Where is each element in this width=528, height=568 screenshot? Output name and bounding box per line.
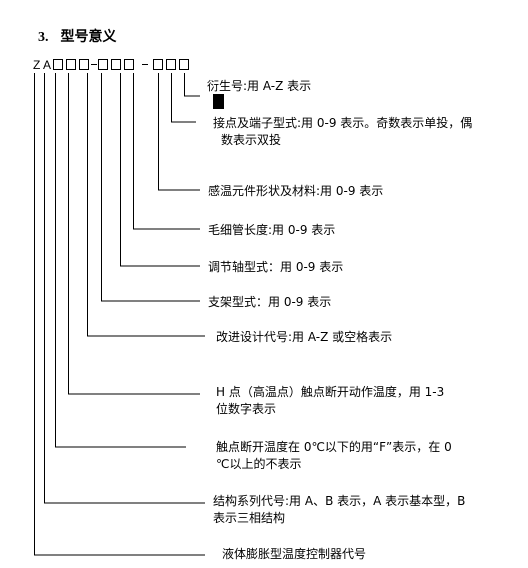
desc-h-point-line2: 位数字表示 bbox=[216, 402, 277, 416]
code-box-2 bbox=[66, 59, 76, 70]
desc-capillary-length: 毛细管长度:用 0-9 表示 bbox=[208, 223, 336, 237]
code-dash-1 bbox=[91, 64, 97, 65]
desc-sensor-element: 感温元件形状及材料:用 0-9 表示 bbox=[208, 184, 384, 198]
desc-h-point-line1: H 点（高温点）触点断开动作温度，用 1-3 bbox=[216, 385, 445, 399]
desc-structure-line1: 结构系列代号:用 A、B 表示，A 表示基本型，B bbox=[213, 494, 466, 508]
desc-contact-terminal-line1: 接点及端子型式:用 0-9 表示。奇数表示单投，偶 bbox=[213, 116, 473, 130]
code-letter-z: Z bbox=[33, 58, 41, 72]
desc-controller-code: 液体膨胀型温度控制器代号 bbox=[222, 547, 367, 561]
desc-contact-terminal-line2: 数表示双投 bbox=[221, 133, 282, 147]
code-box-7 bbox=[153, 59, 163, 70]
desc-open-temp-line2: ℃以上的不表示 bbox=[216, 457, 302, 471]
callout-line-6 bbox=[101, 73, 200, 302]
desc-derivative-number: 衍生号:用 A-Z 表示 bbox=[207, 79, 312, 93]
section-title: 型号意义 bbox=[60, 29, 117, 45]
section-number: 3. bbox=[38, 30, 49, 45]
callout-line-9 bbox=[55, 73, 186, 448]
callout-line-4 bbox=[133, 73, 200, 230]
callout-line-10 bbox=[44, 73, 205, 504]
desc-improvement-code: 改进设计代号:用 A-Z 或空格表示 bbox=[216, 330, 393, 344]
callout-line-8 bbox=[68, 73, 200, 395]
callout-line-3 bbox=[158, 73, 200, 191]
callout-line-5 bbox=[120, 73, 200, 267]
code-box-9 bbox=[179, 59, 189, 70]
desc-structure-line2: 表示三相结构 bbox=[213, 511, 286, 525]
callout-line-7 bbox=[87, 73, 205, 337]
code-box-8 bbox=[166, 59, 176, 70]
section-heading: 3. 型号意义 bbox=[38, 26, 117, 46]
black-block-mark bbox=[213, 94, 224, 109]
desc-open-temp-line1: 触点断开温度在 0℃以下的用“F”表示，在 0 bbox=[216, 440, 452, 454]
code-box-3 bbox=[79, 59, 89, 70]
code-box-5 bbox=[111, 59, 121, 70]
code-dash-2 bbox=[142, 64, 148, 65]
code-box-1 bbox=[53, 59, 63, 70]
code-box-4 bbox=[98, 59, 108, 70]
callout-line-11 bbox=[34, 73, 205, 556]
code-letter-a: A bbox=[43, 58, 52, 72]
callout-line-1 bbox=[184, 73, 200, 97]
callout-line-2 bbox=[171, 73, 196, 123]
desc-adjust-shaft: 调节轴型式：用 0-9 表示 bbox=[208, 260, 344, 274]
code-box-6 bbox=[124, 59, 134, 70]
desc-bracket-type: 支架型式：用 0-9 表示 bbox=[208, 295, 332, 309]
